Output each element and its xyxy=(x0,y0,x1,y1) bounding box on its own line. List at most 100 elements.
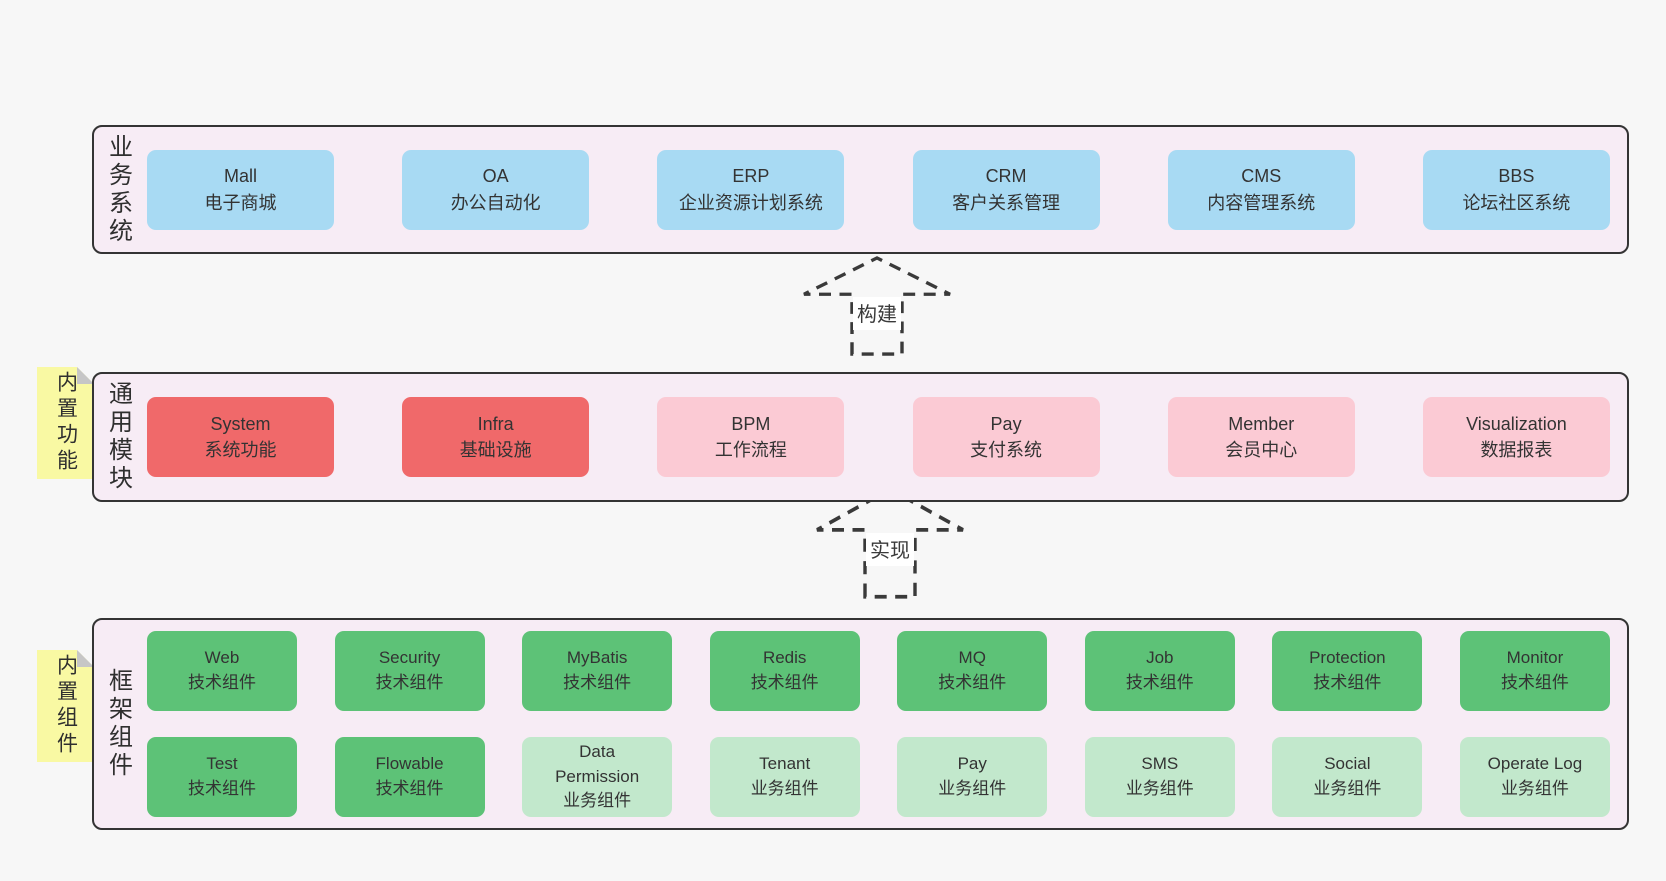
biz-components-row: Test 技术组件 Flowable 技术组件 Data Permission … xyxy=(147,737,1610,817)
box-security: Security 技术组件 xyxy=(334,631,485,711)
arrow-build-label: 构建 xyxy=(853,296,901,330)
box-flowable: Flowable 技术组件 xyxy=(334,737,485,817)
box-data-permission: Data Permission 业务组件 xyxy=(522,737,673,817)
box-subtitle: 办公自动化 xyxy=(450,192,541,213)
box-subtitle: 客户关系管理 xyxy=(952,192,1061,213)
box-subtitle: 业务组件 xyxy=(563,791,632,811)
box-title: Flowable xyxy=(375,754,444,774)
box-oa: OA 办公自动化 xyxy=(402,149,590,230)
sticky-note-text: 内置功能 xyxy=(54,371,78,475)
box-subtitle: 技术组件 xyxy=(375,779,444,798)
box-title: Pay xyxy=(957,754,987,774)
common-modules-row: System 系统功能 Infra 基础设施 BPM 工作流程 Pay 支付系统… xyxy=(142,374,1627,500)
box-subtitle: 技术组件 xyxy=(750,673,819,692)
box-mq: MQ 技术组件 xyxy=(897,631,1048,711)
box-title: CMS xyxy=(1241,166,1282,187)
section-label-business-systems: 业务系统 xyxy=(104,133,132,246)
box-system: System 系统功能 xyxy=(147,397,334,477)
box-subtitle: 业务组件 xyxy=(1500,779,1569,798)
box-title: OA xyxy=(482,166,509,187)
box-tenant: Tenant 业务组件 xyxy=(709,737,860,817)
box-subtitle: 业务组件 xyxy=(1313,779,1382,798)
box-title: Test xyxy=(206,754,238,774)
box-title: Social xyxy=(1324,754,1371,774)
box-test: Test 技术组件 xyxy=(147,737,297,817)
box-title: Operate Log xyxy=(1487,754,1583,774)
box-bbs: BBS 论坛社区系统 xyxy=(1422,149,1610,230)
box-title: Infra xyxy=(477,413,514,434)
box-title: Monitor xyxy=(1506,648,1564,668)
box-protection: Protection 技术组件 xyxy=(1272,631,1423,711)
box-subtitle: 企业资源计划系统 xyxy=(678,192,823,213)
box-subtitle: 会员中心 xyxy=(1225,440,1298,460)
box-title: SMS xyxy=(1141,754,1179,774)
box-subtitle: 论坛社区系统 xyxy=(1462,192,1571,213)
box-subtitle: 电子商城 xyxy=(204,192,277,213)
box-sms: SMS 业务组件 xyxy=(1084,737,1235,817)
box-pay-business: Pay 业务组件 xyxy=(897,737,1048,817)
box-title: Visualization xyxy=(1466,413,1567,434)
box-title: Redis xyxy=(762,648,807,668)
box-title: Pay xyxy=(990,413,1022,434)
box-subtitle: 技术组件 xyxy=(1313,673,1382,692)
section-label-common-modules: 通用模块 xyxy=(104,381,132,493)
section-label-framework-components: 框架组件 xyxy=(104,668,132,780)
box-subtitle: 内容管理系统 xyxy=(1207,192,1316,213)
box-title: Mall xyxy=(223,166,257,187)
box-redis: Redis 技术组件 xyxy=(709,631,860,711)
section-framework-components: 框架组件 Web 技术组件 Security 技术组件 MyBatis 技术组件… xyxy=(92,618,1629,830)
box-visualization: Visualization 数据报表 xyxy=(1422,397,1610,477)
box-title: BPM xyxy=(731,413,771,434)
box-subtitle: 数据报表 xyxy=(1480,440,1553,460)
box-title: MQ xyxy=(958,648,986,668)
box-title: BBS xyxy=(1498,166,1535,187)
box-subtitle: 业务组件 xyxy=(1125,779,1194,798)
box-subtitle: 基础设施 xyxy=(459,440,532,460)
box-subtitle: 技术组件 xyxy=(188,779,256,798)
arrow-build-icon: 构建 xyxy=(802,255,952,357)
sticky-note-background xyxy=(37,650,94,762)
box-subtitle: 技术组件 xyxy=(563,673,632,692)
business-systems-row: Mall 电子商城 OA 办公自动化 ERP 企业资源计划系统 CRM 客户关系… xyxy=(142,127,1627,252)
arrow-implement-icon: 实现 xyxy=(815,486,965,600)
box-subtitle: 工作流程 xyxy=(714,440,787,460)
box-title: System xyxy=(210,413,271,434)
box-erp: ERP 企业资源计划系统 xyxy=(657,149,845,230)
arrow-implement-label: 实现 xyxy=(866,532,914,566)
box-title: Member xyxy=(1228,413,1295,434)
framework-components-grid: Web 技术组件 Security 技术组件 MyBatis 技术组件 Redi… xyxy=(142,620,1627,828)
box-title: Protection xyxy=(1309,648,1386,668)
box-subtitle: 技术组件 xyxy=(1500,673,1569,692)
box-operate-log: Operate Log 业务组件 xyxy=(1459,737,1610,817)
box-subtitle: 技术组件 xyxy=(1125,673,1194,692)
box-job: Job 技术组件 xyxy=(1084,631,1235,711)
box-bpm: BPM 工作流程 xyxy=(657,397,845,477)
box-infra: Infra 基础设施 xyxy=(402,397,590,477)
section-common-modules: 通用模块 System 系统功能 Infra 基础设施 BPM 工作流程 Pay… xyxy=(92,372,1629,502)
box-subtitle: 技术组件 xyxy=(188,673,256,692)
box-mall: Mall 电子商城 xyxy=(147,149,334,230)
box-title: Tenant xyxy=(759,754,811,774)
sticky-note-background xyxy=(37,367,94,479)
box-monitor: Monitor 技术组件 xyxy=(1459,631,1610,711)
box-title: Web xyxy=(204,648,240,668)
box-crm: CRM 客户关系管理 xyxy=(912,149,1100,230)
box-mybatis: MyBatis 技术组件 xyxy=(522,631,673,711)
sticky-note-builtin-components: 内置组件 xyxy=(37,650,94,762)
tech-components-row: Web 技术组件 Security 技术组件 MyBatis 技术组件 Redi… xyxy=(147,631,1610,711)
box-title: ERP xyxy=(732,166,770,187)
box-subtitle: 技术组件 xyxy=(375,673,444,692)
box-title: Security xyxy=(378,648,441,668)
box-title: MyBatis xyxy=(566,648,628,668)
sticky-note-text: 内置组件 xyxy=(54,654,78,758)
box-pay: Pay 支付系统 xyxy=(912,397,1100,477)
box-social: Social 业务组件 xyxy=(1272,737,1423,817)
box-title: Data Permission xyxy=(555,742,640,786)
box-title: Job xyxy=(1146,648,1174,668)
box-cms: CMS 内容管理系统 xyxy=(1167,149,1355,230)
sticky-note-builtin-features: 内置功能 xyxy=(37,367,94,479)
box-subtitle: 业务组件 xyxy=(750,779,819,798)
box-title: CRM xyxy=(985,166,1027,187)
box-web: Web 技术组件 xyxy=(147,631,297,711)
